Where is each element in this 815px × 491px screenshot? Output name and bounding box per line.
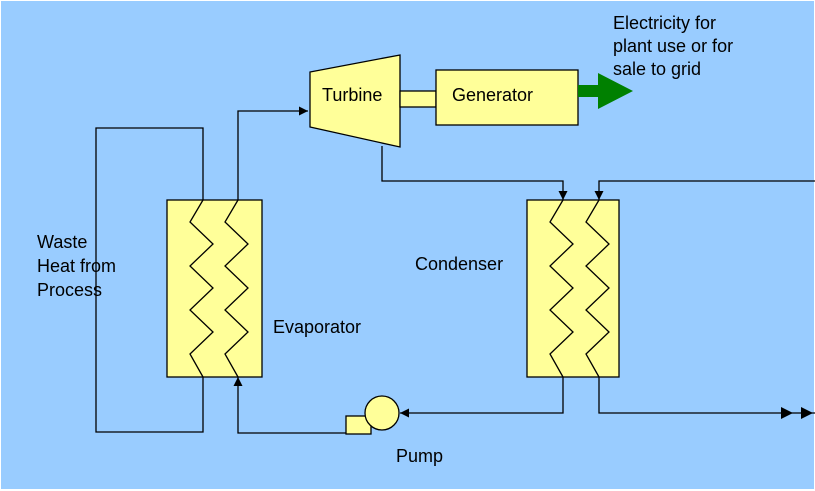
electricity-label-line-1: Electricity for xyxy=(613,13,716,33)
waste-heat-label-line-1: Waste xyxy=(37,232,87,252)
cooling-water-inlet-line xyxy=(594,180,815,200)
evaporator-label: Evaporator xyxy=(273,317,361,337)
turbine-label: Turbine xyxy=(322,85,382,105)
waste-heat-loop xyxy=(95,127,204,433)
condenser-coil-right xyxy=(585,199,610,378)
turbine-generator-shaft xyxy=(399,90,437,108)
generator-box xyxy=(435,69,579,126)
condenser-to-pump-line xyxy=(400,377,564,418)
cooling-water-outlet-line xyxy=(598,377,815,414)
cooling-water-outlet-arrow-2 xyxy=(801,407,813,419)
electricity-label-line-3: sale to grid xyxy=(613,59,701,79)
condenser-label: Condenser xyxy=(415,254,503,274)
generator-label: Generator xyxy=(452,85,533,105)
pump-to-evaporator-line xyxy=(233,377,346,434)
pump-label: Pump xyxy=(396,446,443,466)
pump-body xyxy=(364,395,400,431)
waste-heat-label-line-2: Heat from xyxy=(37,256,116,276)
evaporator-coil-left xyxy=(189,199,214,378)
evaporator-coil-right xyxy=(224,199,249,378)
waste-heat-label-line-3: Process xyxy=(37,280,102,300)
electricity-label-line-2: plant use or for xyxy=(613,36,733,56)
evaporator-to-turbine-line xyxy=(237,106,308,200)
condenser-coil-left xyxy=(549,199,574,378)
cooling-water-outlet-arrow-1 xyxy=(781,407,793,419)
turbine-to-condenser-line xyxy=(381,146,568,200)
electricity-arrow xyxy=(578,73,633,109)
turbine-shape xyxy=(309,54,401,148)
evaporator-box xyxy=(166,199,263,378)
